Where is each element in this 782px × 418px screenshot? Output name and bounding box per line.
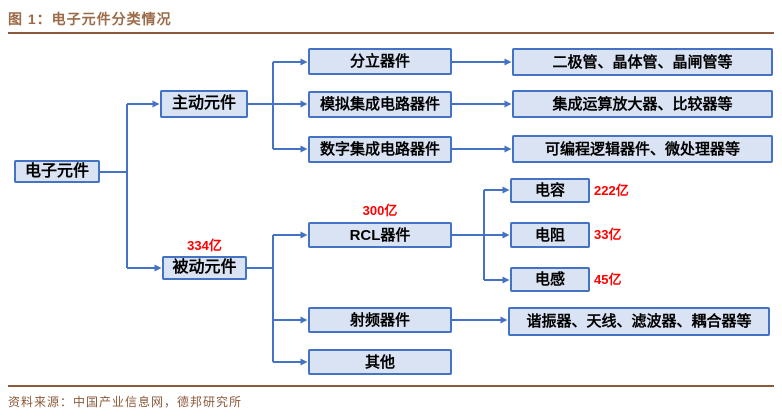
node-passive-components: 被动元件 bbox=[162, 256, 247, 280]
node-discrete-devices: 分立器件 bbox=[308, 48, 452, 75]
node-other: 其他 bbox=[308, 349, 452, 375]
node-rcl-devices: RCL器件 bbox=[308, 222, 452, 248]
value-inductor: 45亿 bbox=[594, 272, 622, 287]
value-passive-total: 334亿 bbox=[187, 238, 222, 253]
source-note: 资料来源：中国产业信息网，德邦研究所 bbox=[8, 395, 243, 409]
leaf-analog-examples: 集成运算放大器、比较器等 bbox=[512, 90, 773, 118]
node-digital-ic-devices: 数字集成电路器件 bbox=[308, 136, 452, 163]
figure-title: 图 1：电子元件分类情况 bbox=[8, 11, 172, 27]
node-analog-ic-devices: 模拟集成电路器件 bbox=[308, 91, 452, 118]
leaf-discrete-examples: 二极管、晶体管、晶闸管等 bbox=[512, 48, 773, 76]
value-rcl-total: 300亿 bbox=[362, 203, 398, 218]
leaf-rf-examples: 谐振器、天线、滤波器、耦合器等 bbox=[508, 307, 770, 336]
node-resistor: 电阻 bbox=[510, 222, 590, 248]
node-rf-devices: 射频器件 bbox=[308, 307, 452, 333]
value-capacitor: 222亿 bbox=[594, 183, 629, 198]
node-inductor: 电感 bbox=[510, 267, 590, 292]
node-electronic-components: 电子元件 bbox=[14, 160, 100, 183]
value-resistor: 33亿 bbox=[594, 227, 622, 242]
source-divider-line bbox=[8, 385, 774, 387]
title-divider-line bbox=[8, 32, 774, 34]
node-capacitor: 电容 bbox=[510, 178, 590, 203]
node-active-components: 主动元件 bbox=[160, 90, 248, 118]
leaf-digital-examples: 可编程逻辑器件、微处理器等 bbox=[512, 135, 773, 163]
